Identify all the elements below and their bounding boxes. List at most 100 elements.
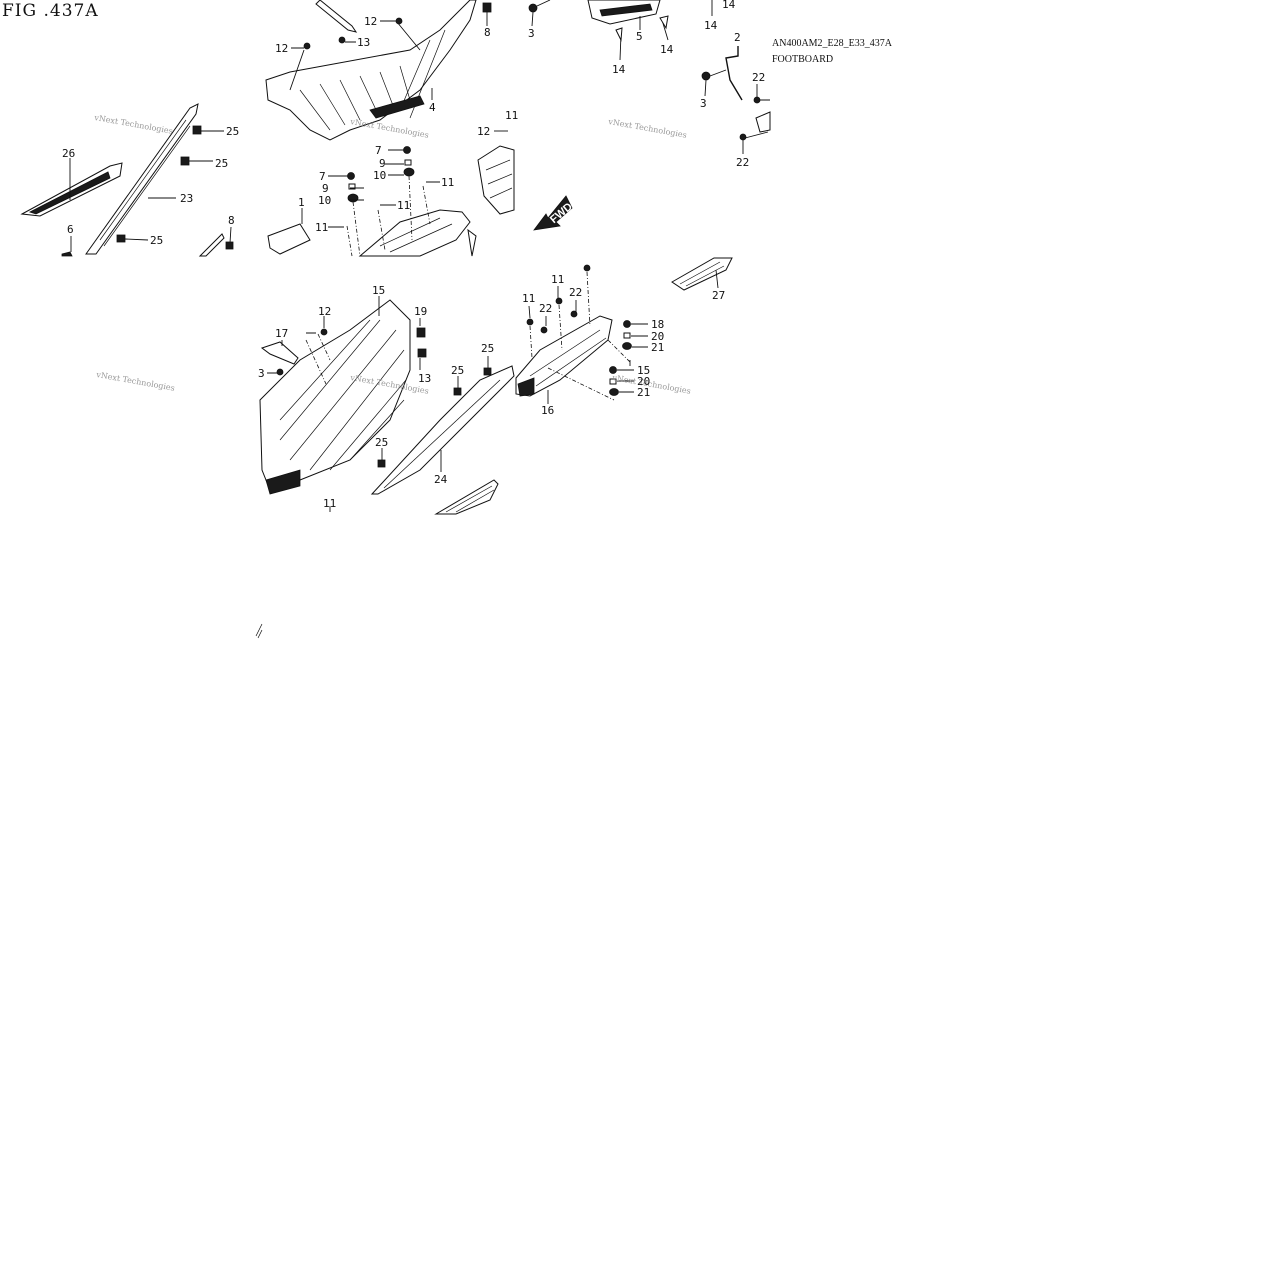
watermark-1: vNext Technologies: [93, 113, 174, 136]
label-13a: 13: [357, 36, 370, 49]
clip-8b: [225, 241, 234, 250]
screw-7b: [347, 172, 355, 180]
screw-3b: [701, 71, 711, 81]
screw-15b: [609, 366, 617, 374]
watermark-4: vNext Technologies: [95, 370, 176, 393]
clip-8a: [482, 2, 492, 13]
label-14d: 14: [612, 63, 626, 76]
part-4-frame: [265, 0, 477, 141]
screw-13a: [338, 36, 346, 44]
part-1-bracket: [267, 223, 311, 255]
label-5: 5: [636, 30, 643, 43]
leaders-fasteners: [617, 323, 648, 393]
part-5-shade: [599, 3, 653, 17]
label-10b: 10: [318, 194, 331, 207]
clip-25f: [377, 459, 386, 468]
label-16: 16: [541, 404, 554, 417]
collar-9a: [404, 159, 412, 166]
label-14b: 14: [704, 19, 718, 32]
label-3c: 3: [258, 367, 265, 380]
screw-22c: [540, 326, 548, 334]
part-16-ribs: [529, 329, 607, 387]
panel-lower-right: [515, 257, 733, 404]
leaders-panel-d2: [704, 69, 770, 154]
screw-22d: [570, 310, 578, 318]
label-8b: 8: [228, 214, 235, 227]
label-11c: 11: [522, 292, 535, 305]
figure-meta: AN400AM2_E28_E33_437A FOOTBOARD: [772, 36, 892, 68]
screw-7a: [403, 146, 411, 154]
leader-27: [715, 269, 719, 289]
label-14a: 14: [722, 0, 736, 11]
screw-11g: [583, 264, 591, 272]
label-25b: 25: [215, 157, 228, 170]
label-27: 27: [712, 289, 725, 302]
watermark-3: vNext Technologies: [607, 117, 688, 140]
label-11f: 11: [505, 109, 518, 122]
label-21b: 21: [637, 386, 650, 399]
dashes-panel-c: [346, 175, 431, 257]
part-frame-right-ribs: [485, 159, 513, 199]
panel-center-frame: [265, 0, 492, 141]
part-top-bar: [315, 0, 358, 33]
part-17-trim: [260, 341, 299, 365]
label-12b: 12: [275, 42, 288, 55]
grommet-10a: [403, 167, 415, 177]
label-11e: 11: [315, 221, 328, 234]
part-4-shade: [369, 95, 425, 119]
grommet-10b: [347, 193, 359, 203]
label-25f: 25: [375, 436, 388, 449]
part-23-cover: [85, 103, 199, 255]
label-3b: 3: [700, 97, 707, 110]
collar-9b: [348, 183, 356, 190]
label-11h: 11: [323, 497, 336, 510]
dashes-panel-e: [305, 333, 331, 385]
part-cover-edge: [198, 233, 225, 257]
label-18: 18: [651, 318, 664, 331]
part-16-shade: [517, 377, 535, 397]
leaders-panel-f: [528, 286, 631, 404]
part-24-cover: [370, 365, 515, 495]
label-9b: 9: [322, 182, 329, 195]
part-6: [61, 251, 73, 257]
part-24-edge: [383, 379, 501, 489]
label-7b: 7: [319, 170, 326, 183]
panel-lower-left: [255, 296, 515, 639]
part-26-strip: [20, 162, 123, 217]
clip-25c: [116, 234, 126, 243]
screw-11d: [555, 297, 563, 305]
clip-19: [416, 327, 426, 338]
label-22b: 22: [736, 156, 749, 169]
screw-22a: [753, 96, 761, 104]
label-7a: 7: [375, 144, 382, 157]
figure-title: FIG .437A: [2, 1, 99, 21]
label-3a: 3: [528, 27, 535, 40]
watermark-2: vNext Technologies: [349, 117, 430, 140]
label-11a: 11: [441, 176, 454, 189]
label-13b: 13: [418, 372, 431, 385]
fwd-arrow-label: FWD: [548, 201, 575, 226]
leaders-panel-a: [69, 130, 232, 252]
part-labels: 26 25 25 23 25 6 8 12 8 12 13 4 7 9 10 1…: [62, 0, 765, 510]
screw-18: [623, 320, 631, 328]
leaders-panel-d: [619, 0, 713, 61]
screw-12b: [303, 42, 311, 50]
part-lower-trim-ribs: [445, 485, 495, 513]
label-6: 6: [67, 223, 74, 236]
panel-center-board: [267, 130, 515, 257]
screw-11c: [526, 318, 534, 326]
label-25c: 25: [150, 234, 163, 247]
label-9a: 9: [379, 157, 386, 170]
fwd-arrow: [533, 195, 573, 231]
clip-25b: [180, 156, 190, 166]
part-27-ribs: [679, 261, 725, 287]
label-22c: 22: [539, 302, 552, 315]
part-15-shade: [265, 469, 301, 495]
label-21a: 21: [651, 341, 664, 354]
leader-3a: [531, 0, 551, 27]
label-11d: 11: [551, 273, 564, 286]
label-2: 2: [734, 31, 741, 44]
leaders-panel-e: [267, 296, 421, 512]
label-12a: 12: [364, 15, 377, 28]
